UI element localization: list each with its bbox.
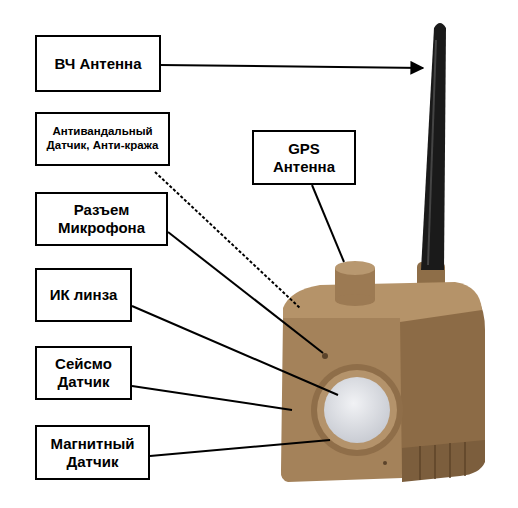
leader-line	[150, 440, 330, 456]
rf-antenna	[421, 23, 446, 270]
device-top	[283, 282, 482, 322]
part-label: Сейсмо Датчик	[43, 355, 124, 391]
leader-line	[132, 306, 338, 395]
label-box: ВЧ Антенна	[35, 35, 161, 92]
leader-line	[160, 65, 423, 68]
part-label: Антивандальный Датчик, Анти-кража	[43, 125, 162, 153]
device-front	[281, 318, 402, 482]
label-box: ИК линза	[35, 268, 132, 322]
leader-line	[132, 386, 292, 410]
label-box: GPS Антенна	[252, 130, 356, 185]
part-label: ВЧ Антенна	[54, 55, 141, 73]
leader-line	[312, 185, 344, 262]
mic-connector	[322, 353, 328, 359]
ir-lens	[324, 377, 390, 443]
part-label: Разъем Микрофона	[43, 201, 160, 237]
leader-line	[168, 232, 323, 353]
device-ribs	[402, 440, 485, 482]
label-box: Сейсмо Датчик	[35, 346, 132, 400]
part-label: ИК линза	[50, 286, 118, 304]
part-label: Магнитный Датчик	[43, 435, 142, 471]
part-label: GPS Антенна	[260, 140, 348, 176]
lens-ring	[311, 364, 403, 456]
label-box: Антивандальный Датчик, Анти-кража	[35, 112, 170, 166]
label-box: Разъем Микрофона	[35, 192, 168, 246]
label-box: Магнитный Датчик	[35, 425, 150, 480]
